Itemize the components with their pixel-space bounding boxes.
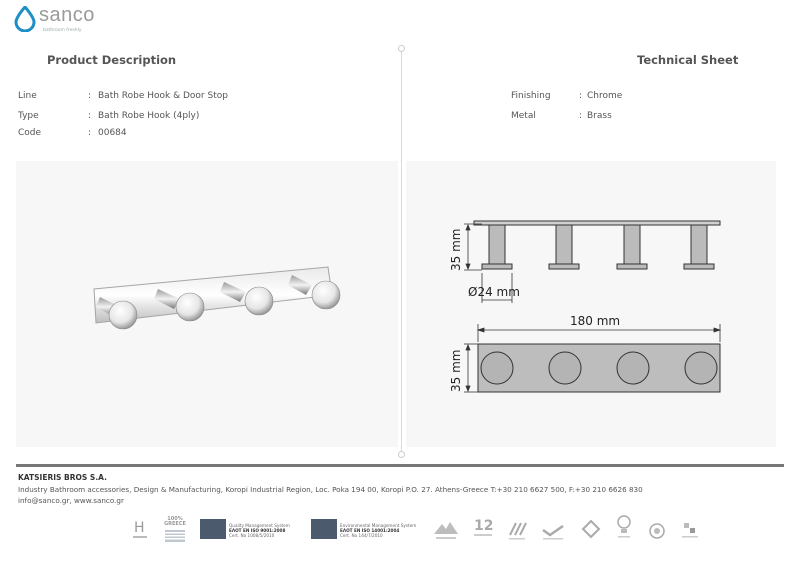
years-badge-number: 12: [474, 518, 493, 534]
footer-divider: [16, 464, 784, 467]
front-view: [477, 343, 721, 393]
product-image-panel: [16, 161, 398, 447]
product-row-line: Line : Bath Robe Hook & Door Stop: [18, 91, 318, 103]
iso-9001-name: ΕΛΟΤ EN ISO 9001:2008: [229, 528, 286, 533]
technical-label: Metal: [511, 111, 536, 121]
product-label: Line: [18, 91, 37, 101]
mountain-logo-icon: [432, 518, 460, 542]
side-view: [473, 220, 721, 270]
hotels-icon: H: [130, 518, 150, 542]
width-dimension: [476, 324, 722, 342]
hook-2: [154, 289, 205, 322]
height-dimension-top: [464, 223, 482, 271]
technical-value: Chrome: [587, 91, 623, 101]
recycle-icon: [580, 518, 602, 542]
iso-14001-cert: Cert. No 144/7/2010: [340, 533, 383, 538]
hook-1: [96, 297, 138, 330]
technical-row-metal: Metal : Brass: [511, 111, 711, 123]
footer-address: Industry Bathroom accessories, Design & …: [18, 485, 643, 494]
height-label-top: 35 mm: [449, 229, 463, 271]
technical-value: Brass: [587, 111, 612, 121]
iso-9001-badge: Quality Management System ΕΛΟΤ EN ISO 90…: [200, 519, 305, 541]
divider-dot-top: [398, 45, 405, 52]
product-description-title: Product Description: [47, 53, 177, 67]
width-label: 180 mm: [570, 314, 620, 328]
product-row-code: Code : 00684: [18, 128, 318, 140]
product-value: Bath Robe Hook (4ply): [98, 111, 200, 121]
iso-14001-badge: Environmental Management System ΕΛΟΤ EN …: [311, 519, 421, 541]
product-photo: [93, 266, 341, 330]
greece-badge-text: 100% GREECE: [164, 516, 186, 527]
hook-4: [288, 275, 341, 310]
seal-icon: [647, 521, 667, 541]
height-label-bottom: 35 mm: [449, 350, 463, 392]
product-value: 00684: [98, 128, 127, 138]
center-divider: [401, 48, 402, 456]
colon: :: [88, 111, 92, 121]
product-label: Code: [18, 128, 42, 138]
lightbulb-icon: [613, 512, 635, 542]
eu-flag-icon: [200, 519, 226, 539]
slash-logo-icon: [506, 518, 528, 542]
water-drop-icon: [14, 6, 36, 32]
technical-sheet-title: Technical Sheet: [637, 53, 739, 67]
brand-name: sanco: [39, 4, 95, 26]
product-value: Bath Robe Hook & Door Stop: [98, 91, 228, 101]
technical-drawing-panel: 35 mm Ø24 mm 180 mm: [406, 161, 776, 447]
technical-row-finishing: Finishing : Chrome: [511, 91, 711, 103]
greece-badge: 100% GREECE: [163, 517, 187, 543]
colon: :: [88, 128, 92, 138]
footer-contact: info@sanco.gr, www.sanco.gr: [18, 496, 124, 505]
svg-text:H: H: [134, 520, 145, 536]
greek-flag-icon: [165, 530, 185, 542]
years-badge: 12: [471, 515, 495, 543]
product-row-type: Type : Bath Robe Hook (4ply): [18, 111, 318, 123]
colon: :: [579, 111, 583, 121]
brand-tagline: bathroom freshly: [43, 28, 82, 33]
nano-logo-icon: [680, 519, 700, 541]
hook-3: [220, 282, 274, 316]
check-logo-icon: [539, 520, 567, 542]
iso-14001-title: Environmental Management System: [340, 523, 417, 528]
colon: :: [88, 91, 92, 101]
technical-drawing: 35 mm Ø24 mm 180 mm: [449, 220, 722, 393]
iso-9001-cert: Cert. No 1008/5/2010: [229, 533, 275, 538]
product-label: Type: [18, 111, 39, 121]
height-dimension-bottom: [464, 343, 478, 393]
colon: :: [579, 91, 583, 101]
eu-flag-icon: [311, 519, 337, 539]
diameter-dimension: [481, 273, 513, 303]
sanco-logo: sanco bathroom freshly: [14, 4, 114, 36]
footer-company: KATSIERIS BROS S.A.: [18, 473, 107, 482]
diameter-label: Ø24 mm: [468, 285, 520, 299]
technical-label: Finishing: [511, 91, 551, 101]
divider-dot-bottom: [398, 451, 405, 458]
iso-14001-name: ΕΛΟΤ EN ISO 14001:2004: [340, 528, 400, 533]
iso-9001-title: Quality Management System: [229, 523, 290, 528]
